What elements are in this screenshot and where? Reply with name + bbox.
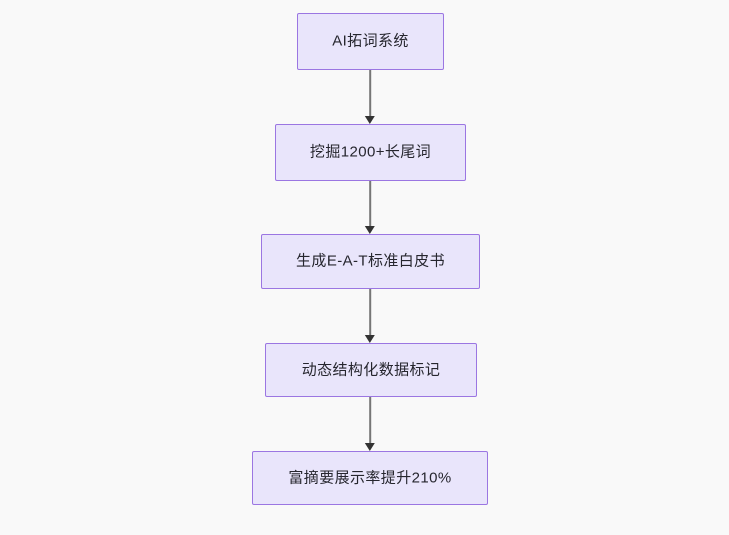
flow-node-label: 挖掘1200+长尾词 — [309, 143, 432, 161]
edge-line — [369, 289, 371, 335]
flow-node-label: AI拓词系统 — [332, 32, 409, 50]
flow-node-rich-snippet-result[interactable]: 富摘要展示率提升210% — [252, 451, 488, 505]
flow-node-label: 生成E-A-T标准白皮书 — [296, 252, 445, 270]
arrowhead-icon — [364, 443, 375, 451]
flow-node-longtail-keywords[interactable]: 挖掘1200+长尾词 — [275, 124, 466, 181]
flow-node-label: 富摘要展示率提升210% — [288, 469, 452, 486]
flow-node-label: 动态结构化数据标记 — [301, 361, 441, 378]
arrowhead-icon — [364, 335, 375, 343]
flow-node-ai-keyword-system[interactable]: AI拓词系统 — [297, 13, 444, 70]
edge-line — [369, 397, 371, 443]
edge-line — [369, 181, 371, 226]
flow-node-structured-data-markup[interactable]: 动态结构化数据标记 — [265, 343, 477, 397]
flow-node-eat-whitepaper[interactable]: 生成E-A-T标准白皮书 — [261, 234, 480, 289]
arrowhead-icon — [364, 226, 375, 234]
edge-line — [369, 70, 371, 116]
arrowhead-icon — [364, 116, 375, 124]
